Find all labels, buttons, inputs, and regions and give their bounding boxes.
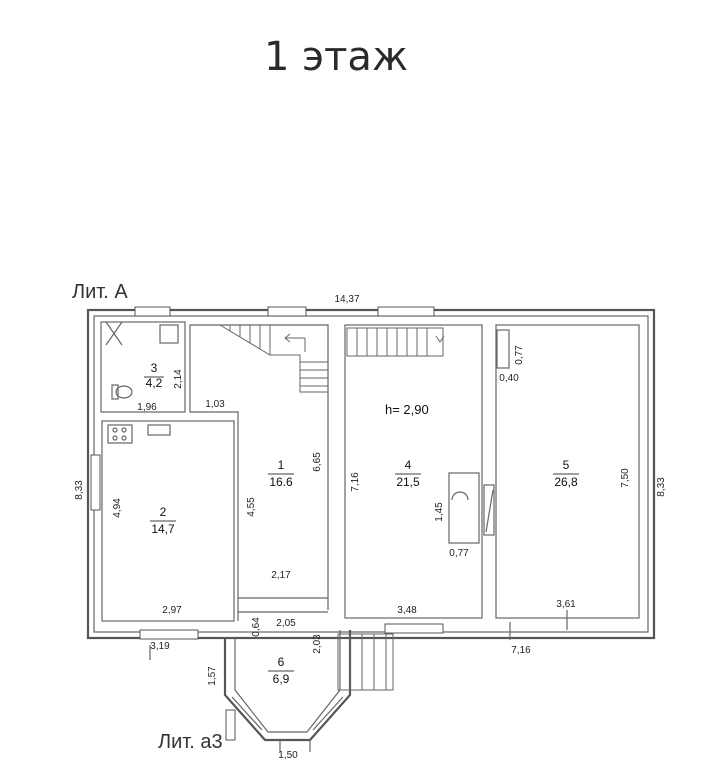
room-5-area: 26,8 [554,475,578,489]
dim-bottom-left: 3,19 [150,641,170,652]
dim-vest-c: 2,03 [312,634,323,654]
floor-title: 1 этаж [264,34,408,80]
dim-r5-niche-height: 0,77 [514,345,525,365]
dim-vest-a: 0,64 [251,617,262,637]
room-1-number: 1 [278,458,285,472]
room-1-area: 16.6 [269,475,293,489]
dim-r2-width: 2,97 [162,605,182,616]
room-4-number: 4 [405,458,412,472]
dim-r2-height: 4,94 [112,498,123,518]
dim-bay-bottom: 1,50 [278,750,298,761]
dim-bottom-right: 7,16 [511,645,531,656]
dim-r3-height: 2,14 [173,369,184,389]
dimension-lines [149,610,568,752]
dim-r1-offset: 1,03 [205,399,225,410]
porch-steps [337,633,394,691]
dim-r5-width: 3,61 [556,599,576,610]
room-5-number: 5 [563,458,570,472]
dim-bay-side: 1,57 [207,666,218,686]
stairs-room-4 [346,327,445,357]
dim-r1-height: 6,65 [312,452,323,472]
dim-r5-niche-width: 0,40 [499,373,519,384]
room-3-outline [100,321,186,413]
stairs-room-1 [219,324,328,393]
dim-r1-inner-left: 4,55 [246,497,257,517]
lit-a-label: Лит. А [72,281,128,303]
room-6-number: 6 [278,655,285,669]
room-2-area: 14,7 [151,522,175,536]
dim-r1-width: 2,17 [271,570,291,581]
ceiling-height: h= 2,90 [385,402,429,417]
room-4-outline [344,324,483,619]
windows [90,306,444,741]
room-2-number: 2 [160,505,167,519]
lit-a3-label: Лит. а3 [158,731,223,753]
room-3-number: 3 [151,361,158,375]
dim-r4-height: 7,16 [350,472,361,492]
dim-total-width: 14,37 [334,294,359,305]
room-2-outline [101,420,235,622]
room-5-outline [483,324,640,619]
dim-left-height: 8,33 [74,480,85,500]
dim-r4-hearth-width: 0,77 [449,548,469,559]
dim-r4-hearth: 1,45 [434,502,445,522]
room-3-area: 4,2 [146,376,163,390]
dim-r5-height: 7,50 [620,468,631,488]
room-6-area: 6,9 [273,672,290,686]
room-4-area: 21,5 [396,475,420,489]
room-1-outline [189,324,329,621]
dim-right-height: 8,33 [656,477,667,497]
dim-r3-width: 1,96 [137,402,157,413]
dim-r4-width: 3,48 [397,605,417,616]
dim-vest-b: 2,05 [276,618,296,629]
